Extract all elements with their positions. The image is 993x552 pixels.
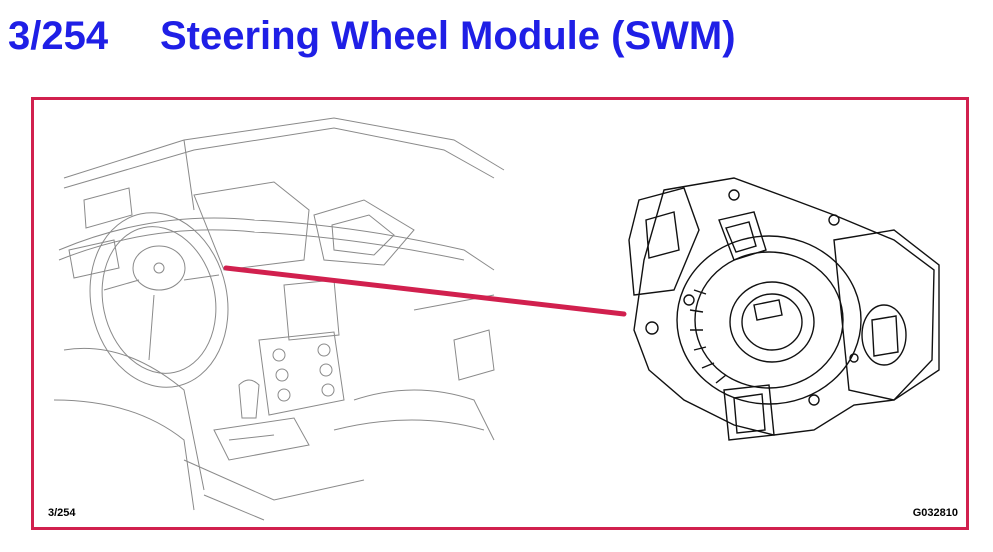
section-number: 3/254 — [8, 14, 109, 58]
pointer-line — [223, 265, 627, 317]
figure-frame: 3/254 G032810 — [31, 97, 969, 530]
section-title: Steering Wheel Module (SWM) — [160, 14, 736, 58]
page-title: 3/254 Steering Wheel Module (SWM) — [8, 10, 736, 62]
figure-number-label: 3/254 — [48, 507, 76, 519]
dashboard-drawing — [53, 117, 505, 521]
illustration — [53, 117, 940, 521]
swm-component-drawing — [628, 177, 940, 441]
graphic-id-label: G032810 — [912, 507, 958, 519]
